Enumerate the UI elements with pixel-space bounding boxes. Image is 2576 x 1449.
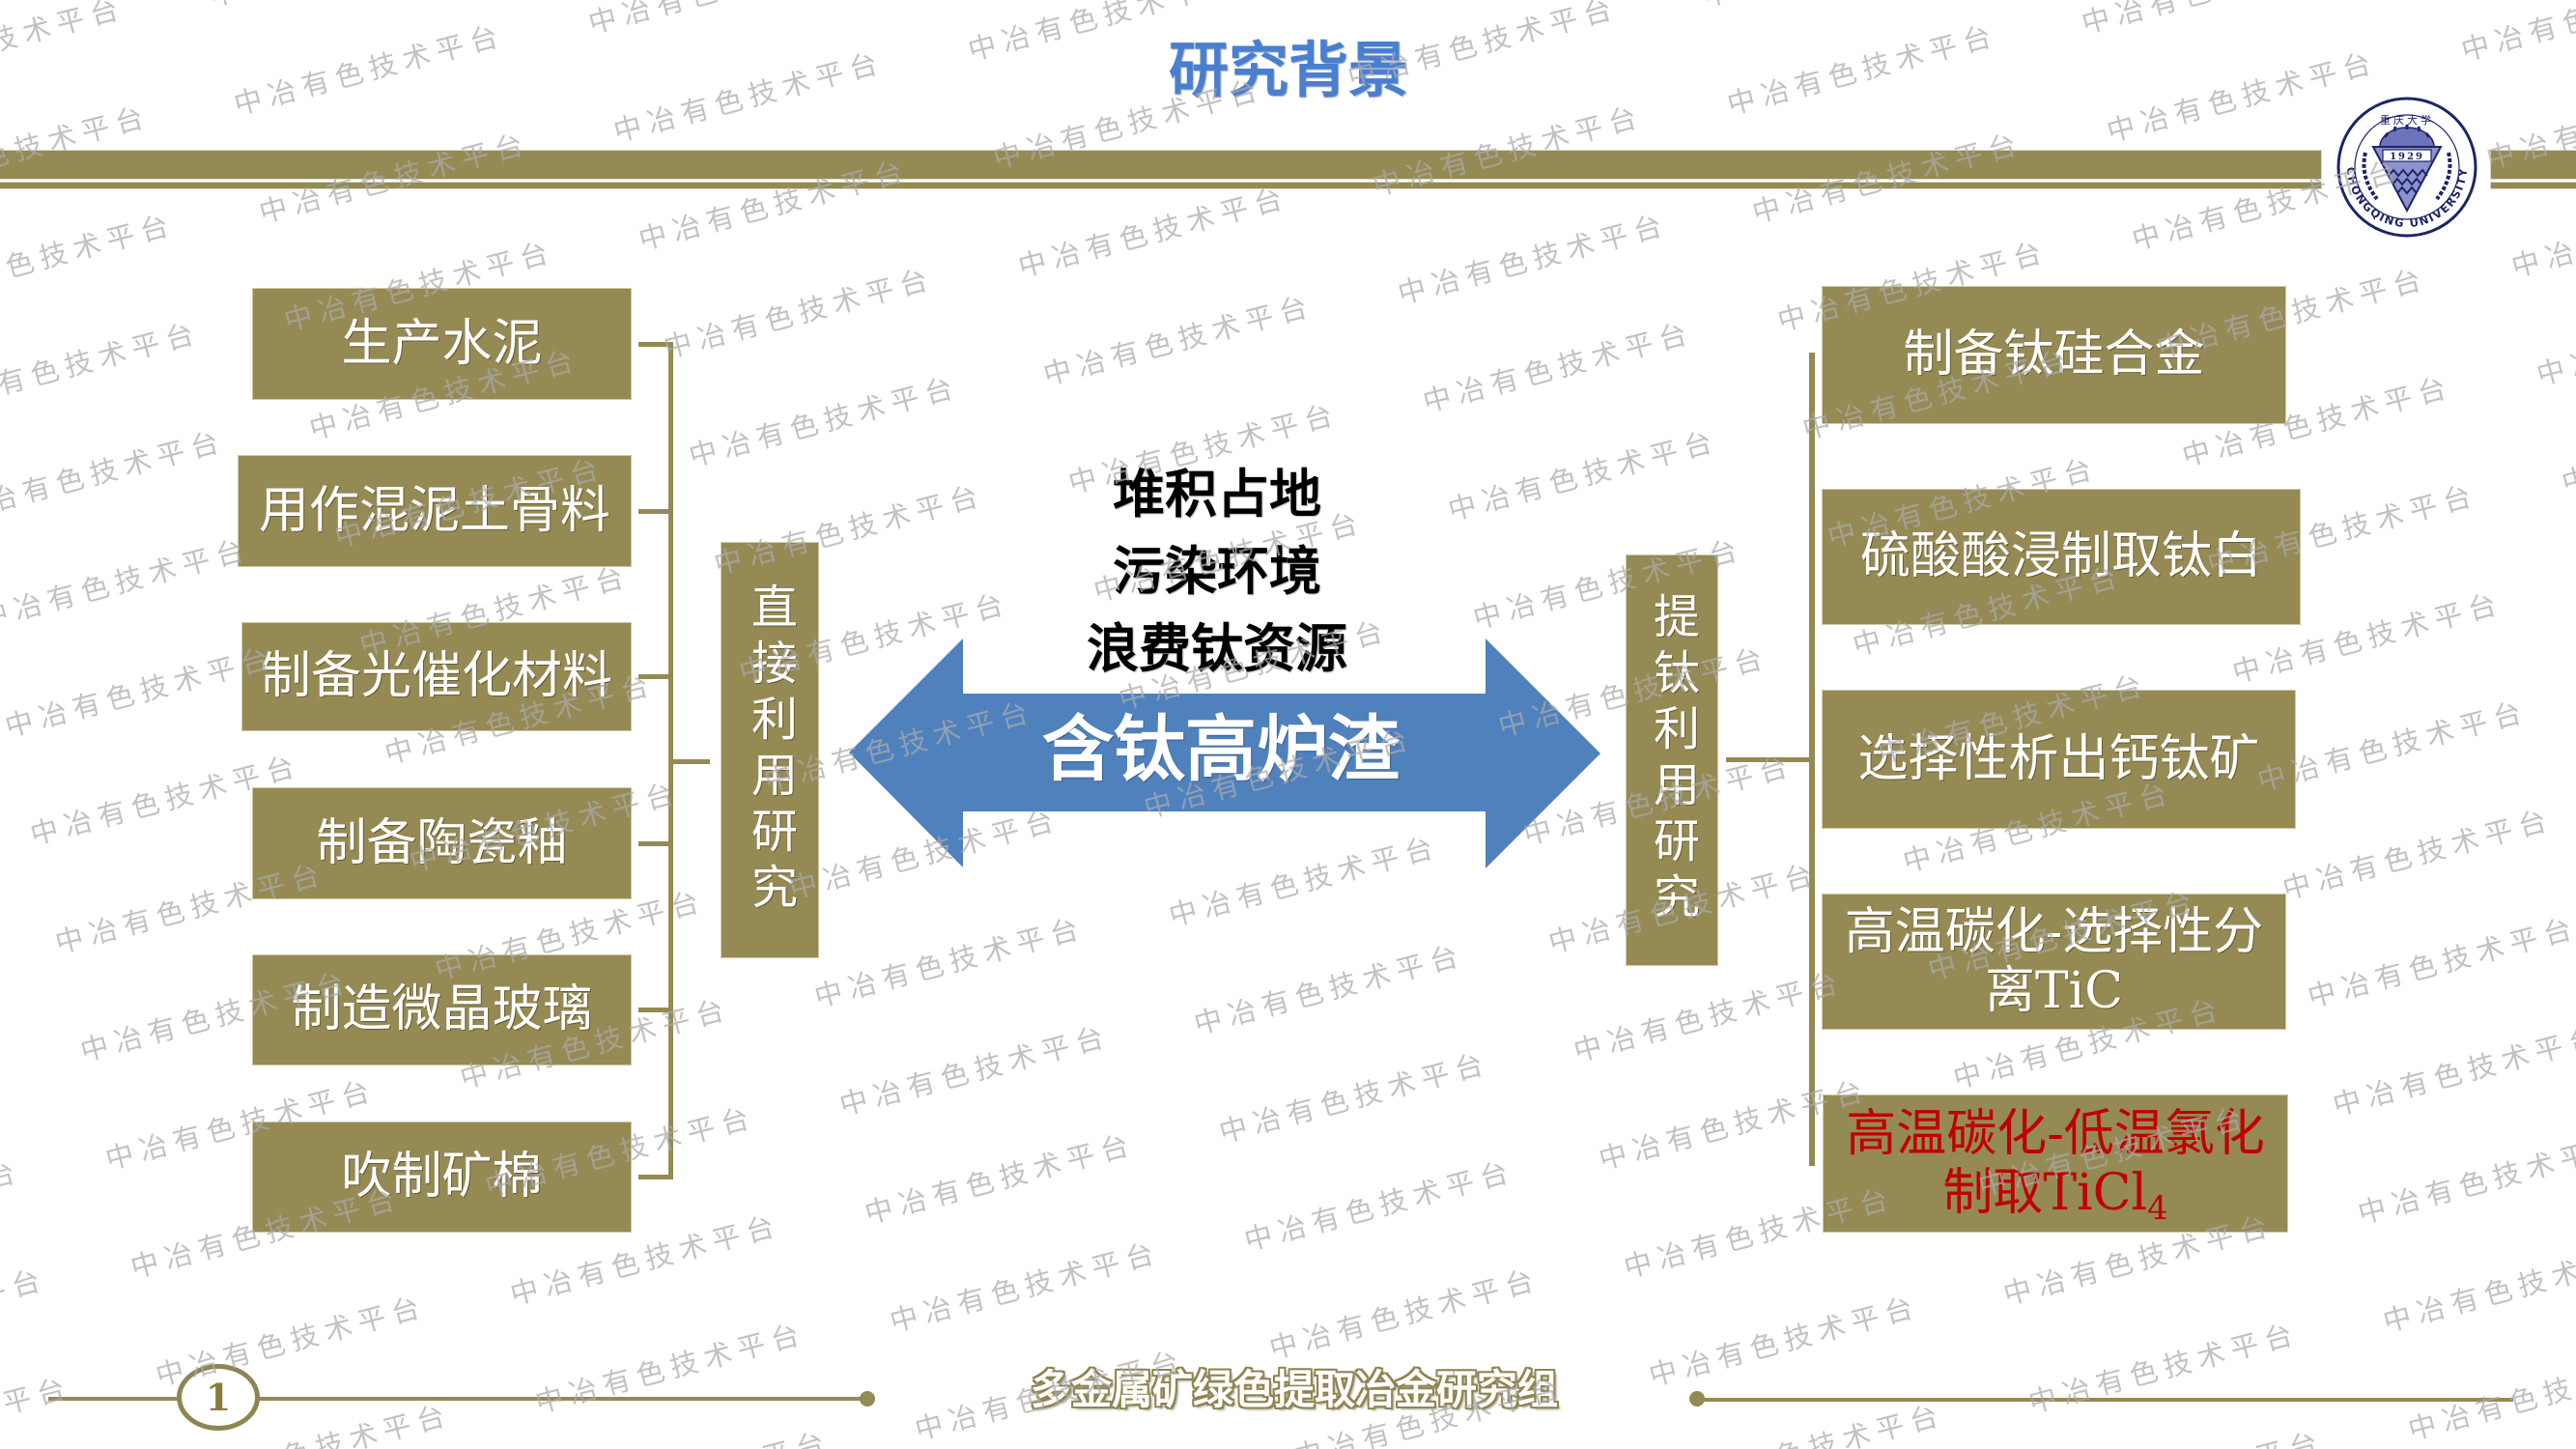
direct-use-research-box: 直接利用研究: [721, 542, 819, 958]
right-item-label-line2: 离TiC: [1984, 961, 2124, 1020]
logo-calligraphy: 重庆大学: [2380, 113, 2434, 127]
formula-subscript: 4: [2147, 1188, 2168, 1228]
header-band-thin-right: [2491, 183, 2576, 188]
left-item-box-photocatalyst: 制备光催化材料: [241, 622, 632, 731]
left-item-box-aggregate: 用作混泥土骨料: [238, 455, 632, 567]
right-item-box-ticl4-highlighted: 高温碳化-低温氯化 制取TiCl4: [1823, 1094, 2288, 1233]
connector-stub: [638, 674, 673, 679]
left-item-label: 吹制矿棉: [341, 1148, 543, 1206]
left-item-label: 制备光催化材料: [260, 647, 612, 705]
problem-item: 堆积占地: [1113, 464, 1321, 525]
footer-dot-left: [860, 1391, 875, 1406]
university-logo-icon: CHONGQING UNIVERSITY 重庆大学 1929: [2336, 97, 2477, 238]
left-item-box-glaze: 制备陶瓷釉: [252, 787, 632, 899]
right-item-label-line1: 高温碳化-选择性分: [1844, 902, 2264, 961]
central-subject-label: 含钛高炉渣: [1042, 708, 1400, 791]
page-number-badge: 1: [177, 1364, 260, 1431]
problem-item: 污染环境: [1113, 541, 1321, 602]
titanium-extraction-research-box: 提钛利用研究: [1626, 554, 1718, 966]
formula-text: 制取TiCl: [1942, 1163, 2148, 1222]
right-item-box-tic-separation: 高温碳化-选择性分 离TiC: [1822, 894, 2286, 1030]
connector-stub: [638, 841, 673, 846]
header-band-thick-left: [0, 151, 2321, 179]
header-band-thin-left: [0, 183, 2321, 188]
connector-vertical-right: [1809, 353, 1815, 1166]
right-item-label-line2: 制取TiCl4: [1942, 1163, 2167, 1225]
connector-vertical-left: [668, 342, 673, 1179]
connector-to-direct-use: [673, 759, 710, 764]
footer-line-left: [48, 1397, 867, 1401]
problem-list: 堆积占地 污染环境 浪费钛资源: [1024, 456, 1410, 688]
right-item-box-ti-si-alloy: 制备钛硅合金: [1822, 286, 2286, 424]
footer-line-right: [1697, 1398, 2513, 1402]
left-item-label: 制造微晶玻璃: [291, 980, 593, 1038]
left-item-label: 生产水泥: [341, 314, 543, 373]
slide-title: 研究背景: [1168, 35, 1408, 105]
logo-year: 1929: [2390, 152, 2424, 162]
left-item-box-glass-ceramic: 制造微晶玻璃: [252, 954, 632, 1065]
right-item-label: 选择性析出钙钛矿: [1857, 729, 2260, 788]
connector-stub: [638, 342, 673, 347]
left-item-label: 用作混泥土骨料: [258, 481, 610, 540]
connector-stub: [638, 509, 673, 514]
right-item-label-line1: 高温碳化-低温氯化: [1846, 1104, 2265, 1163]
page-number: 1: [205, 1375, 232, 1419]
right-item-box-perovskite: 选择性析出钙钛矿: [1822, 690, 2296, 829]
connector-stub: [638, 1008, 673, 1012]
right-item-label: 制备钛硅合金: [1903, 326, 2205, 384]
titanium-extraction-research-label: 提钛利用研究: [1645, 592, 1699, 928]
left-item-box-cement: 生产水泥: [252, 288, 632, 400]
footer-group-name: 多金属矿绿色提取冶金研究组: [1030, 1366, 1558, 1413]
left-item-box-mineral-wool: 吹制矿棉: [252, 1122, 632, 1233]
connector-stub: [638, 1175, 673, 1179]
connector-to-right-branch: [1726, 757, 1811, 762]
right-item-box-titanium-white: 硫酸酸浸制取钛白: [1822, 489, 2301, 625]
direct-use-research-label: 直接利用研究: [743, 582, 797, 919]
right-item-label: 硫酸酸浸制取钛白: [1859, 527, 2262, 585]
left-item-label: 制备陶瓷釉: [316, 813, 568, 872]
header-band-thick-right: [2491, 151, 2576, 179]
problem-item: 浪费钛资源: [1087, 618, 1347, 679]
